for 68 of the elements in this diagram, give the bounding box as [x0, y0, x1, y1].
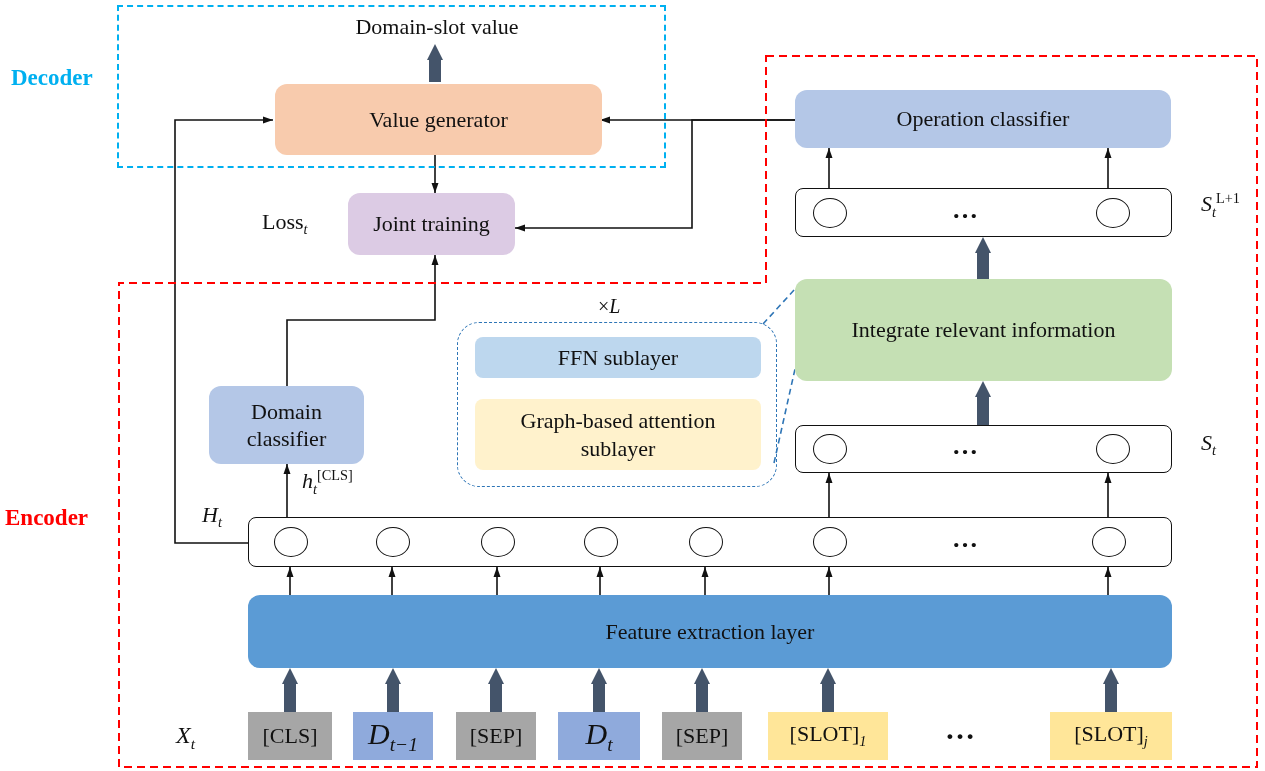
connector-line — [762, 288, 796, 325]
arrow — [388, 566, 396, 596]
thick-arrow — [1103, 668, 1119, 712]
arrow — [825, 566, 833, 596]
process-box — [475, 399, 761, 470]
node-label: Operation classifier — [895, 105, 1071, 133]
arrow — [174, 116, 274, 544]
node-label: Value generator — [368, 105, 509, 134]
arrow — [825, 147, 833, 189]
node-label: Domain classifier — [245, 397, 328, 453]
process-box — [795, 90, 1171, 148]
arrow — [493, 566, 501, 596]
output-label: Domain-slot value — [322, 14, 552, 46]
ellipsis: … — [952, 433, 978, 459]
process-box — [795, 279, 1172, 381]
node-label: [CLS] — [261, 722, 319, 750]
thick-arrow — [591, 668, 607, 712]
token-box — [1050, 712, 1172, 760]
node-label: [SEP] — [674, 722, 730, 750]
arrow — [701, 566, 709, 596]
token-box — [662, 712, 742, 760]
node-label: Graph-based attention sublayer — [519, 407, 717, 462]
process-box — [248, 595, 1172, 668]
node-label: FFN sublayer — [556, 343, 680, 372]
arrow — [283, 463, 291, 518]
token-box — [768, 712, 888, 760]
node-label: D$_{t−1}$ — [366, 715, 419, 757]
node-label: [SLOT]$_{1}$ — [788, 720, 868, 752]
thick-arrow — [975, 237, 991, 279]
node-label: [SLOT]$_{j}$ — [1073, 720, 1149, 752]
side-label: Loss$_{t}$ — [262, 211, 308, 237]
token-box — [248, 712, 332, 760]
ellipsis: … — [952, 526, 978, 552]
input-label: X$_{t}$ — [176, 722, 195, 753]
process-box — [275, 84, 602, 155]
arrow — [825, 472, 833, 518]
token-box — [456, 712, 536, 760]
node-label: Integrate relevant information — [850, 316, 1117, 344]
arrow — [286, 566, 294, 596]
thick-arrow — [282, 668, 298, 712]
arrow — [431, 152, 439, 194]
arrow — [1104, 566, 1112, 596]
arrow — [1104, 147, 1112, 189]
arrow — [596, 566, 604, 596]
ellipsis: … — [945, 712, 975, 746]
thick-arrow — [488, 668, 504, 712]
thick-arrow — [820, 668, 836, 712]
repeat-label: ×L — [598, 295, 621, 318]
thick-arrow — [385, 668, 401, 712]
region-label: Decoder — [11, 65, 93, 91]
arrow — [286, 254, 439, 387]
side-label: S$_{t}$ — [1201, 432, 1216, 458]
node-label: D$_{t}$ — [584, 715, 614, 757]
node-label: Joint training — [372, 210, 491, 238]
arrow — [514, 119, 796, 232]
arrow — [1104, 472, 1112, 518]
thick-arrow — [427, 44, 443, 82]
region-label: Encoder — [5, 505, 89, 531]
side-label: H$_{t}$ — [202, 504, 222, 530]
token-box — [353, 712, 433, 760]
token-box — [558, 712, 640, 760]
thick-arrow — [694, 668, 710, 712]
process-box — [475, 337, 761, 378]
thick-arrow — [975, 381, 991, 425]
ellipsis: … — [952, 196, 978, 223]
process-box — [209, 386, 364, 464]
node-label: Feature extraction layer — [604, 617, 816, 646]
node-label: [SEP] — [468, 722, 524, 750]
